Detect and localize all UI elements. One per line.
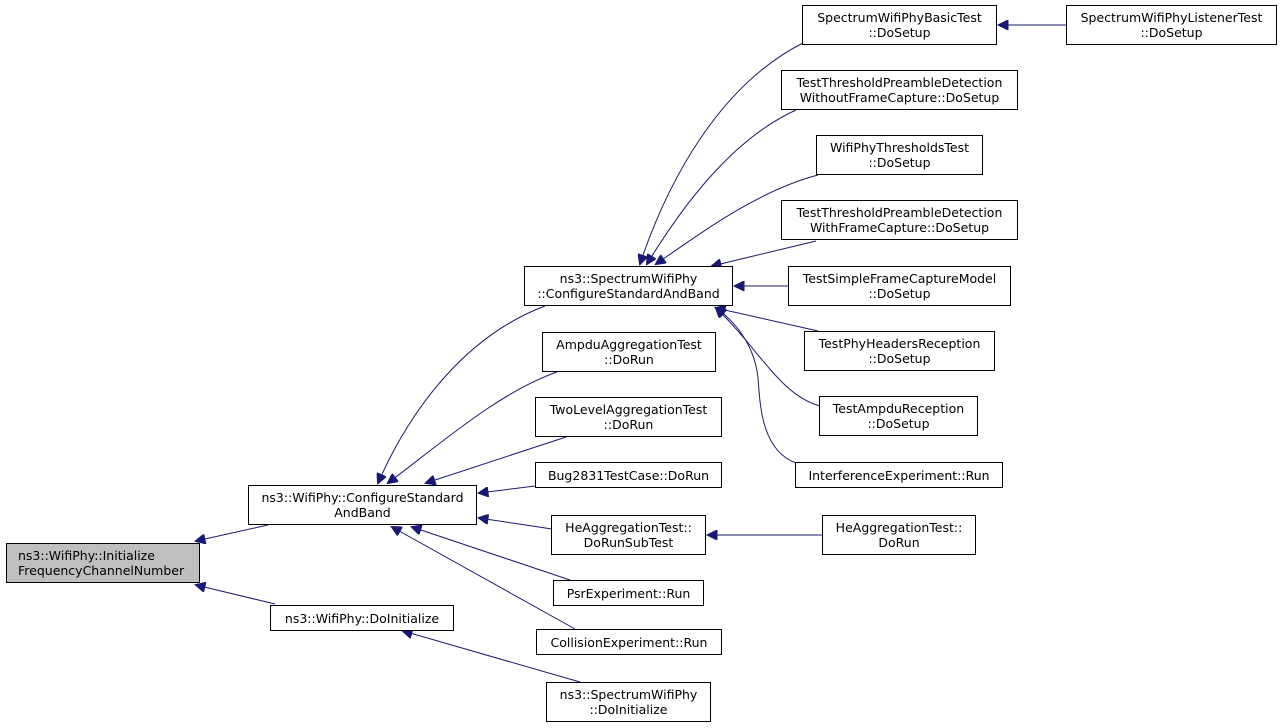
node-basic-test[interactable]: SpectrumWifiPhyBasicTest::DoSetup [802,5,997,45]
node-label-line: WithoutFrameCapture::DoSetup [799,90,1000,105]
node-label-line: ::DoSetup [868,155,931,170]
node-spectrum-configure[interactable]: ns3::SpectrumWifiPhy::ConfigureStandardA… [524,266,733,306]
node-ampdu-reception[interactable]: TestAmpduReception::DoSetup [819,396,978,436]
node-label-line: ::DoSetup [868,286,931,301]
node-thresholds-test[interactable]: WifiPhyThresholdsTest::DoSetup [816,135,983,175]
edge-phy_headers-to-spectrum_configure [716,308,819,332]
edge-spectrum_doinit-to-do_initialize [403,631,581,683]
node-label-line: TestThresholdPreambleDetection [796,205,1003,220]
node-label-line: DoRun [878,535,920,550]
node-label-line: ::DoSetup [868,351,931,366]
node-spectrum-doinit[interactable]: ns3::SpectrumWifiPhy::DoInitialize [546,682,711,722]
edge-threshold_with-to-spectrum_configure [712,240,817,266]
node-do-initialize[interactable]: ns3::WifiPhy::DoInitialize [270,605,454,631]
node-two-level[interactable]: TwoLevelAggregationTest::DoRun [535,397,722,437]
node-label-line: ns3::WifiPhy::ConfigureStandard [261,490,464,505]
node-label-line: AmpduAggregationTest [556,337,702,352]
node-label-line: DoRunSubTest [583,535,674,550]
node-he-dorun[interactable]: HeAggregationTest::DoRun [822,515,976,555]
node-label-line: Bug2831TestCase::DoRun [547,467,710,483]
node-label-line: ::DoSetup [1140,25,1203,40]
node-ampdu-aggregation[interactable]: AmpduAggregationTest::DoRun [542,332,716,372]
node-label-line: ::DoInitialize [589,702,668,717]
edge-ampdu_reception-to-spectrum_configure [716,308,821,407]
node-label-line: ::DoSetup [868,25,931,40]
node-label-line: WithFrameCapture::DoSetup [809,220,990,235]
node-label-line: TestPhyHeadersReception [818,336,981,351]
node-label-line: ns3::SpectrumWifiPhy [559,271,698,286]
edge-basic_test-to-spectrum_configure [640,42,804,264]
edge-do_initialize-to-initialize [196,585,276,605]
node-label-line: ns3::SpectrumWifiPhy [559,687,698,702]
node-listener-test[interactable]: SpectrumWifiPhyListenerTest::DoSetup [1066,5,1277,45]
node-simple-capture[interactable]: TestSimpleFrameCaptureModel::DoSetup [788,266,1011,306]
edge-spectrum_configure-to-configure_standard [378,305,546,483]
node-psr[interactable]: PsrExperiment::Run [553,580,704,606]
node-label-line: SpectrumWifiPhyListenerTest [1080,10,1263,25]
node-collision[interactable]: CollisionExperiment::Run [536,629,722,655]
node-label-line: ns3::WifiPhy::DoInitialize [284,610,440,626]
edge-configure_standard-to-initialize [196,524,269,541]
node-label-line: WifiPhyThresholdsTest [829,140,970,155]
edge-collision-to-configure_standard [392,527,576,630]
node-label-line: TwoLevelAggregationTest [549,402,708,417]
node-label-line: AndBand [334,505,391,520]
node-label-line: ::DoSetup [867,416,930,431]
node-he-subtest[interactable]: HeAggregationTest::DoRunSubTest [551,515,706,555]
node-label-line: SpectrumWifiPhyBasicTest [817,10,982,25]
node-label-line: FrequencyChannelNumber [18,563,185,578]
node-label-line: HeAggregationTest:: [565,520,692,535]
edge-thresholds_test-to-spectrum_configure [656,174,819,264]
edge-psr-to-configure_standard [412,527,571,581]
node-label-line: TestThresholdPreambleDetection [796,75,1003,90]
edge-bug2831-to-configure_standard [479,485,536,493]
node-bug2831[interactable]: Bug2831TestCase::DoRun [535,462,722,488]
node-label-line: InterferenceExperiment::Run [808,467,990,483]
edge-threshold_without-to-spectrum_configure [647,109,797,264]
node-label-line: ::DoRun [603,417,654,432]
node-label-line: ::DoRun [604,352,654,367]
node-label-line: TestAmpduReception [832,401,965,416]
node-label-line: CollisionExperiment::Run [550,634,708,650]
node-label-line: ns3::WifiPhy::Initialize [18,548,155,563]
edge-two_level-to-configure_standard [426,436,567,483]
edge-interference-to-spectrum_configure [716,308,797,464]
node-phy-headers[interactable]: TestPhyHeadersReception::DoSetup [804,331,995,371]
edge-he_subtest-to-configure_standard [479,518,553,530]
node-label-line: TestSimpleFrameCaptureModel [802,271,997,286]
node-label-line: HeAggregationTest:: [835,520,963,535]
edge-ampdu_aggregation-to-configure_standard [388,371,558,483]
node-label-line: ::ConfigureStandardAndBand [537,286,720,301]
node-label-line: PsrExperiment::Run [566,585,691,601]
node-interference[interactable]: InterferenceExperiment::Run [795,462,1003,488]
